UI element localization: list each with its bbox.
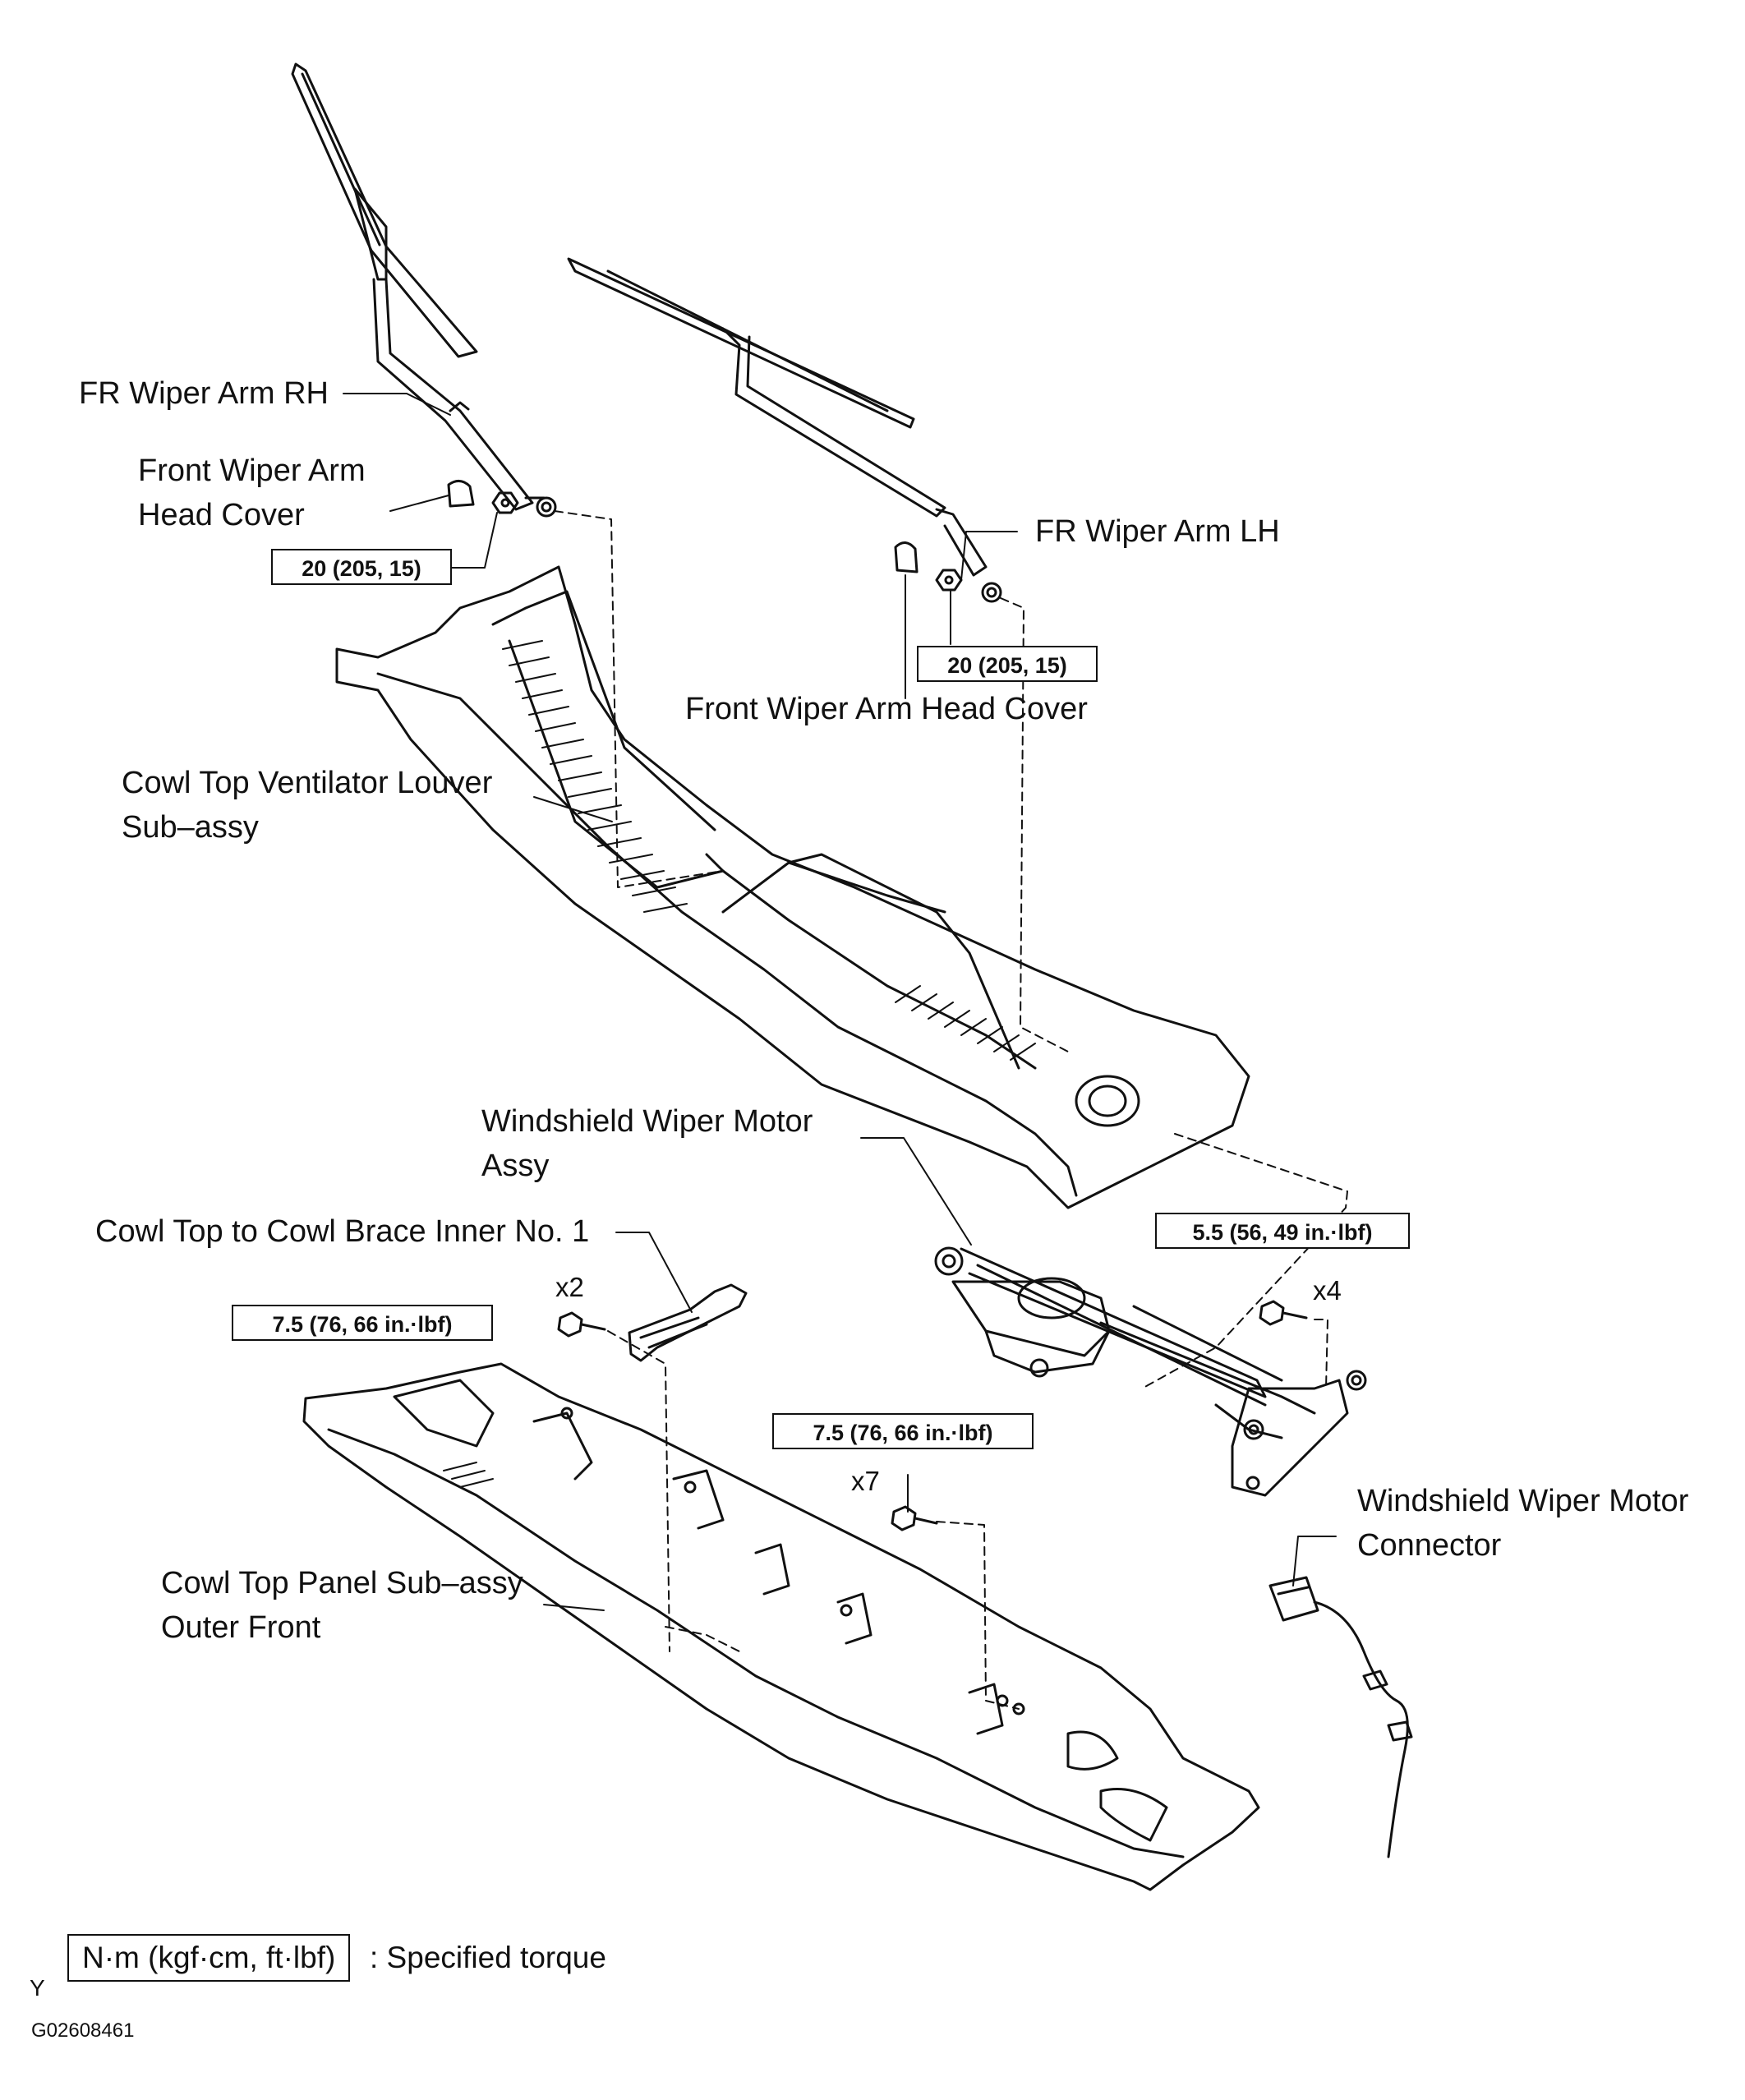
cowl-brace-part	[628, 1283, 748, 1362]
cowl-louver-part	[335, 565, 1250, 1209]
label-cowl-panel-line1: Cowl Top Panel Sub–assy	[161, 1566, 523, 1600]
fr-wiper-arm-rh-part	[291, 62, 557, 518]
footer-mark: Y	[30, 1975, 45, 2001]
head-cover-lh-part	[894, 541, 963, 592]
bolt-icons	[557, 1300, 1308, 1531]
cowl-panel-part	[302, 1362, 1260, 1891]
qty-motor-bolts: x4	[1313, 1275, 1342, 1306]
label-cowl-louver-line1: Cowl Top Ventilator Louver	[122, 766, 493, 800]
qty-brace-bolts: x2	[555, 1272, 584, 1302]
dashed-lines	[554, 510, 1348, 1710]
label-wiper-connector-line1: Windshield Wiper Motor	[1357, 1484, 1689, 1518]
legend-torque-unit-box: N·m (kgf·cm, ft·lbf)	[67, 1934, 351, 1982]
figure-id: G02608461	[31, 2019, 135, 2042]
label-cowl-brace: Cowl Top to Cowl Brace Inner No. 1	[95, 1214, 590, 1249]
leader-lines	[343, 393, 1337, 1611]
label-fr-wiper-arm-rh: FR Wiper Arm RH	[79, 376, 329, 411]
label-wiper-motor-line2: Assy	[481, 1149, 550, 1183]
wiper-connector-part	[1268, 1576, 1413, 1858]
fr-wiper-arm-lh-part	[567, 257, 1002, 603]
label-cowl-louver-line2: Sub–assy	[122, 810, 259, 845]
qty-panel-bolts: x7	[851, 1466, 880, 1496]
head-cover-rh-part	[447, 480, 519, 514]
label-fr-wiper-arm-lh: FR Wiper Arm LH	[1035, 514, 1280, 549]
label-head-cover-rh-line2: Head Cover	[138, 498, 305, 532]
label-wiper-motor-line1: Windshield Wiper Motor	[481, 1104, 813, 1139]
wiper-motor-part	[934, 1246, 1367, 1497]
torque-badge-arm-rh: 20 (205, 15)	[271, 549, 452, 585]
legend-description: : Specified torque	[370, 1941, 606, 1974]
torque-badge-brace: 7.5 (76, 66 in.·lbf)	[232, 1305, 493, 1341]
label-wiper-connector-line2: Connector	[1357, 1528, 1502, 1563]
torque-badge-panel: 7.5 (76, 66 in.·lbf)	[772, 1413, 1034, 1449]
label-cowl-panel-line2: Outer Front	[161, 1610, 321, 1645]
label-head-cover-rh-line1: Front Wiper Arm	[138, 454, 366, 488]
torque-badge-arm-lh: 20 (205, 15)	[917, 646, 1098, 682]
label-head-cover-lh: Front Wiper Arm Head Cover	[685, 692, 1088, 726]
torque-badge-motor: 5.5 (56, 49 in.·lbf)	[1155, 1213, 1410, 1249]
